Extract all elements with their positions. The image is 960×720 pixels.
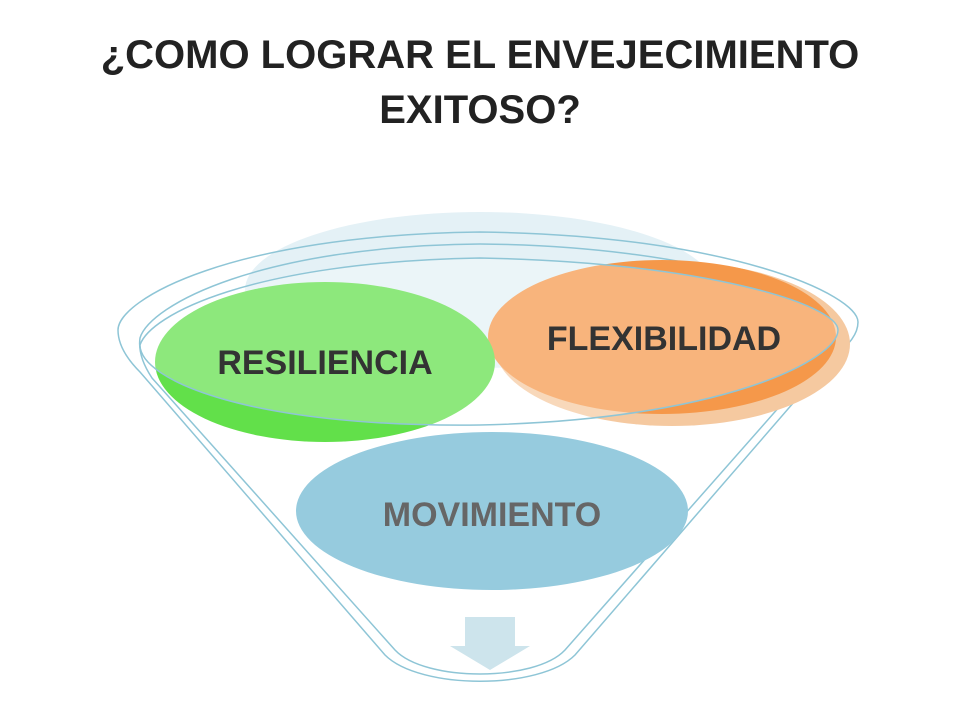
bubble-label-resiliencia: RESILIENCIA (217, 344, 432, 382)
bubble-label-flexibilidad: FLEXIBILIDAD (547, 320, 781, 358)
funnel-outline (117, 231, 859, 682)
bubble-label-movimiento: MOVIMIENTO (383, 496, 602, 534)
movimiento-bubble (296, 432, 688, 590)
slide-title: ¿COMO LOGRAR EL ENVEJECIMIENTO EXITOSO? (100, 33, 860, 132)
resiliencia-bubble (155, 282, 495, 442)
flexibilidad-bubble (488, 260, 836, 414)
down-arrow-icon (450, 617, 530, 670)
funnel-rim-band (139, 257, 839, 426)
